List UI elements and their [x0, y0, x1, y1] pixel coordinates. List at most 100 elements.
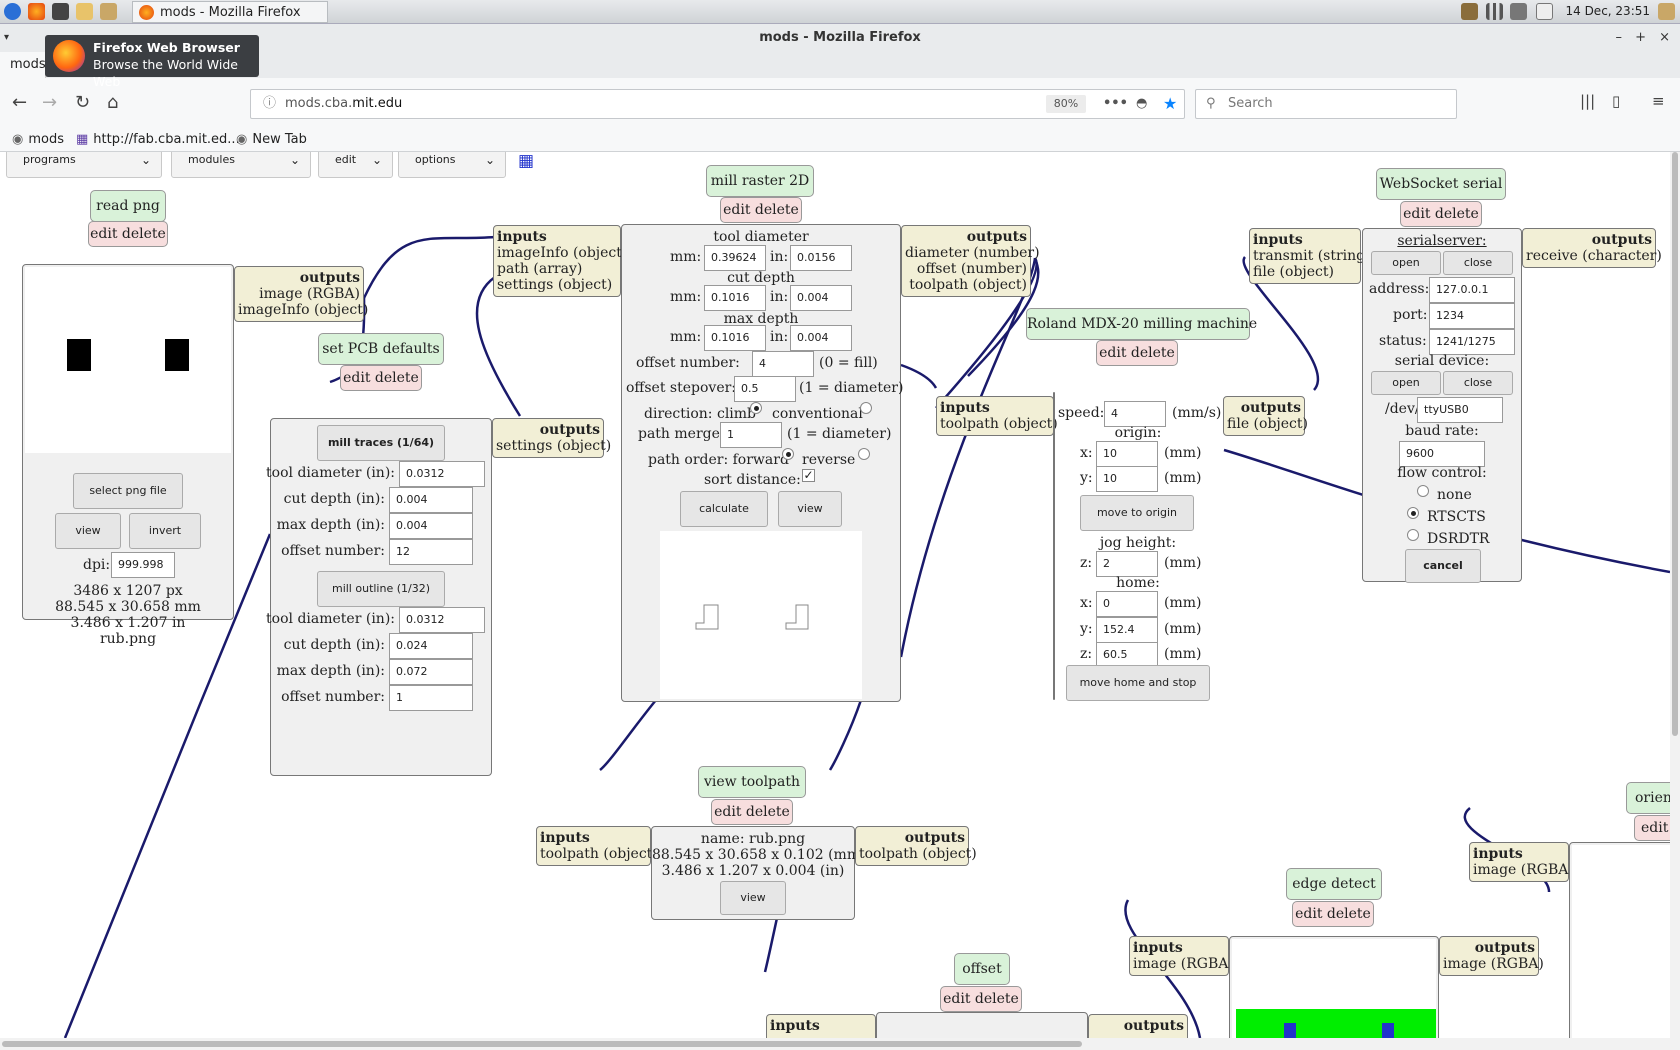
edge-outputs[interactable]: outputs image (RGBA)	[1439, 936, 1544, 976]
flow-none-radio[interactable]	[1417, 485, 1429, 497]
tray-app-icon[interactable]	[1461, 3, 1478, 20]
tab-mods[interactable]: mods	[0, 52, 46, 78]
io-port[interactable]: image (RGBA)	[1443, 956, 1544, 972]
invert-button[interactable]: invert	[129, 513, 201, 549]
offset-stepover-input[interactable]: 0.5	[734, 376, 796, 402]
view-toolpath-outputs[interactable]: outputs toolpath (object)	[855, 826, 977, 866]
outline-offset-number[interactable]: 1	[389, 685, 473, 711]
search-bar[interactable]: ⚲ Search	[1195, 89, 1457, 119]
sidebar-icon[interactable]: ▯	[1612, 92, 1621, 110]
pocket-icon[interactable]: ◓	[1136, 96, 1148, 111]
edge-detect-title[interactable]: edge detect	[1286, 868, 1382, 900]
programs-menu[interactable]: programs⌄	[6, 152, 162, 178]
traces-cut-depth[interactable]: 0.004	[389, 487, 473, 513]
mill-traces-button[interactable]: mill traces (1/64)	[317, 425, 445, 461]
minimize-icon[interactable]: –	[1615, 30, 1623, 45]
page-actions-icon[interactable]: •••	[1103, 96, 1128, 111]
server-close-button[interactable]: close	[1443, 251, 1513, 275]
server-open-button[interactable]: open	[1371, 251, 1441, 275]
view-toolpath-edit-delete[interactable]: edit delete	[711, 799, 793, 825]
flow-rtscts-radio[interactable]	[1407, 507, 1419, 519]
max-depth-in[interactable]: 0.004	[790, 325, 852, 351]
edge-inputs[interactable]: inputs image (RGBA)	[1129, 936, 1234, 976]
view-toolpath-inputs[interactable]: inputs toolpath (object)	[536, 826, 658, 866]
home-icon[interactable]: ⌂	[107, 92, 119, 113]
io-port[interactable]: file (object)	[1227, 416, 1308, 432]
select-png-button[interactable]: select png file	[73, 473, 183, 509]
orient-edit[interactable]: edit	[1634, 815, 1670, 841]
horizontal-scrollbar[interactable]	[0, 1038, 1680, 1050]
conventional-radio[interactable]	[860, 402, 872, 414]
offset-number-input[interactable]: 4	[752, 351, 814, 377]
climb-radio[interactable]	[750, 402, 762, 414]
vertical-scrollbar[interactable]	[1670, 152, 1680, 1038]
hamburger-menu-icon[interactable]: ≡	[1652, 92, 1665, 110]
cancel-button[interactable]: cancel	[1405, 549, 1481, 583]
serial-close-button[interactable]: close	[1443, 371, 1513, 395]
folder-icon[interactable]	[100, 3, 117, 20]
offset-edit-delete[interactable]: edit delete	[940, 986, 1022, 1012]
mill-raster-title[interactable]: mill raster 2D	[706, 165, 814, 197]
forward-radio[interactable]	[782, 448, 794, 460]
tool-diameter-mm[interactable]: 0.39624	[704, 245, 766, 271]
back-icon[interactable]: ←	[12, 92, 28, 113]
io-port[interactable]: toolpath (object)	[859, 846, 977, 862]
bookmark-fab[interactable]: ▦http://fab.cba.mit.ed...	[76, 132, 240, 147]
io-port[interactable]: toolpath (object)	[940, 416, 1058, 432]
io-port[interactable]: toolpath (object)	[540, 846, 658, 862]
path-merge-input[interactable]: 1	[720, 422, 782, 448]
device-input[interactable]: ttyUSB0	[1417, 397, 1503, 423]
io-port[interactable]: image (RGBA)	[1473, 862, 1574, 878]
modules-menu[interactable]: modules⌄	[171, 152, 311, 178]
maximize-icon[interactable]: +	[1635, 30, 1646, 45]
edge-edit-delete[interactable]: edit delete	[1292, 901, 1374, 927]
outline-cut-depth[interactable]: 0.024	[389, 633, 473, 659]
calculate-button[interactable]: calculate	[680, 491, 768, 527]
cut-depth-in[interactable]: 0.004	[790, 285, 852, 311]
orient-inputs[interactable]: inputs image (RGBA)	[1469, 842, 1574, 882]
orient-title[interactable]: orien	[1626, 782, 1670, 814]
move-to-origin-button[interactable]: move to origin	[1080, 495, 1194, 531]
show-desktop-icon[interactable]	[1658, 3, 1675, 20]
cut-depth-mm[interactable]: 0.1016	[704, 285, 766, 311]
url-bar[interactable]: ⓘ mods.cba.mit.edu 80% ••• ◓ ★	[250, 89, 1185, 119]
io-port[interactable]: toolpath (object)	[909, 277, 1027, 293]
address-input[interactable]: 127.0.0.1	[1429, 277, 1515, 303]
mail-icon[interactable]	[1536, 3, 1553, 20]
status-input[interactable]: 1241/1275	[1429, 329, 1515, 355]
edit-menu[interactable]: edit⌄	[318, 152, 393, 178]
read-png-edit-delete[interactable]: edit delete	[88, 221, 168, 247]
library-icon[interactable]: |||	[1580, 92, 1596, 110]
mill-outputs[interactable]: outputs diameter (number) offset (number…	[901, 225, 1040, 297]
dpi-input[interactable]: 999.998	[111, 552, 175, 578]
pcb-outputs[interactable]: outputs settings (object)	[492, 418, 612, 458]
firefox-launcher-icon[interactable]	[28, 3, 45, 20]
view-toolpath-title[interactable]: view toolpath	[698, 766, 806, 798]
files-icon[interactable]	[76, 3, 93, 20]
io-port[interactable]: settings (object)	[497, 277, 613, 293]
view-button[interactable]: view	[720, 881, 786, 915]
roland-edit-delete[interactable]: edit delete	[1096, 340, 1178, 366]
io-port[interactable]: diameter (number)	[905, 245, 1040, 261]
home-y-input[interactable]: 152.4	[1096, 617, 1158, 643]
terminal-icon[interactable]	[52, 3, 69, 20]
io-port[interactable]: transmit (string)	[1253, 248, 1371, 264]
mill-edit-delete[interactable]: edit delete	[720, 197, 802, 223]
clock[interactable]: 14 Dec, 23:51	[1565, 4, 1650, 18]
baud-input[interactable]: 9600	[1399, 441, 1485, 467]
io-port[interactable]: offset (number)	[916, 261, 1027, 277]
move-home-stop-button[interactable]: move home and stop	[1066, 665, 1210, 701]
pcb-defaults-title[interactable]: set PCB defaults	[318, 333, 444, 365]
mill-outline-button[interactable]: mill outline (1/32)	[317, 571, 445, 607]
apps-grid-icon[interactable]: ▦	[518, 152, 535, 171]
pcb-edit-delete[interactable]: edit delete	[340, 365, 422, 391]
io-port[interactable]: file (object)	[1253, 264, 1334, 280]
io-port[interactable]: settings (object)	[496, 438, 612, 454]
close-window-icon[interactable]: ×	[1659, 30, 1670, 45]
origin-x-input[interactable]: 10	[1096, 441, 1158, 467]
roland-outputs[interactable]: outputs file (object)	[1223, 396, 1308, 436]
traces-offset-number[interactable]: 12	[389, 539, 473, 565]
io-port[interactable]: image (RGBA)	[1133, 956, 1234, 972]
reverse-radio[interactable]	[858, 448, 870, 460]
traces-max-depth[interactable]: 0.004	[389, 513, 473, 539]
